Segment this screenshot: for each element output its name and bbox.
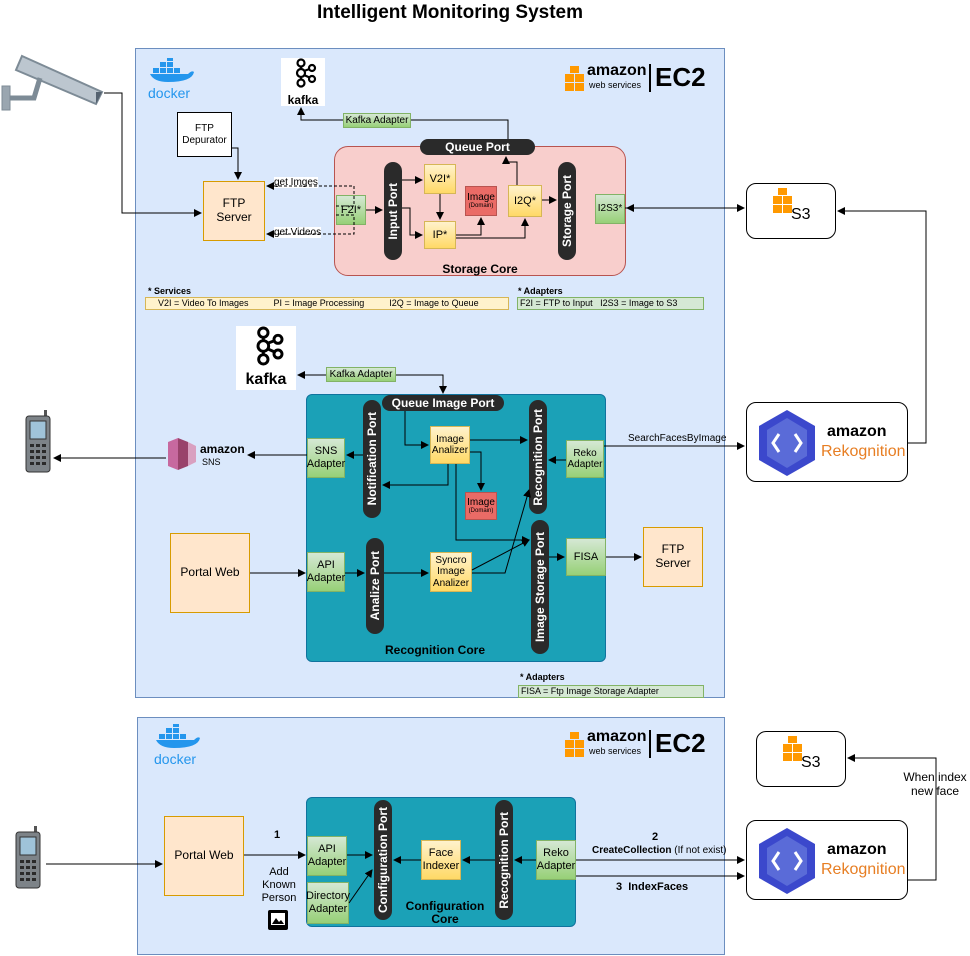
- configuration-core-label: Configuration Core: [405, 899, 485, 927]
- sns-adapter: SNS Adapter: [307, 438, 345, 478]
- api-adapter-bottom: API Adapter: [307, 836, 347, 876]
- f2i-adapter: F2I*: [336, 195, 366, 225]
- recognition-port-bottom: Recognition Port: [495, 800, 513, 920]
- queue-port: Queue Port: [420, 139, 535, 155]
- create-collection-label: CreateCollection (If not exist): [592, 845, 727, 856]
- kafka-adapter-top: Kafka Adapter: [343, 113, 411, 128]
- aws-cubes-icon: [565, 66, 584, 91]
- get-videos-label: get Videos: [274, 227, 322, 238]
- syncro-image-analizer: Syncro Image Analizer: [430, 552, 472, 592]
- aws-ec2-logo: amazon web services EC2: [563, 62, 713, 96]
- ftp-server-top: FTP Server: [203, 181, 265, 241]
- reko-adapter-bottom: Reko Adapter: [536, 840, 576, 880]
- s3-box-top: S3: [746, 183, 836, 239]
- aws-ec2-logo-bottom: amazon web services EC2: [563, 728, 713, 762]
- services-title: * Services: [148, 286, 192, 296]
- whale-icon: [150, 56, 194, 82]
- index-faces-label: 3 IndexFaces: [616, 881, 689, 893]
- image-icon: [267, 909, 289, 931]
- reko-adapter-middle: Reko Adapter: [566, 440, 604, 478]
- search-faces-label: SearchFacesByImage: [628, 433, 727, 444]
- portal-web-bottom: Portal Web: [164, 816, 244, 896]
- aws-cubes-icon: [565, 732, 584, 757]
- i2s3-adapter: I2S3*: [595, 194, 625, 224]
- analize-port: Analize Port: [366, 538, 384, 634]
- phone-middle: [24, 410, 52, 474]
- kafka-logo-middle: kafka: [236, 326, 296, 390]
- ip-service: IP*: [424, 221, 456, 249]
- docker-logo-bottom: docker: [154, 722, 204, 767]
- step-1: 1: [274, 829, 281, 841]
- configuration-port: Configuration Port: [374, 800, 392, 920]
- ftp-depurator: FTP Depurator: [177, 112, 232, 157]
- ftp-server-middle: FTP Server: [643, 527, 703, 587]
- rekognition-box-bottom: amazon Rekognition: [746, 820, 908, 900]
- camera-device: [0, 52, 104, 118]
- s3-box-bottom: S3: [756, 731, 846, 787]
- image-analizer: Image Analizer: [430, 426, 470, 464]
- s3-cubes-icon: [783, 736, 802, 761]
- kafka-logo: kafka: [281, 58, 325, 107]
- phone-bottom: [14, 826, 42, 890]
- fisa-adapter: FISA: [566, 538, 606, 576]
- mobile-phone-icon: [25, 410, 51, 473]
- image-domain-middle: Image(Domain): [465, 492, 497, 520]
- adapters-legend-middle: FISA = Ftp Image Storage Adapter: [518, 685, 704, 698]
- rekognition-icon: [759, 410, 815, 476]
- recognition-core-label: Recognition Core: [384, 643, 485, 657]
- adapters-legend-top: F2I = FTP to Input I2S3 = Image to S3: [517, 297, 704, 310]
- image-domain-top: Image(Domain): [465, 186, 497, 216]
- when-index-label: When index new face: [898, 770, 970, 798]
- image-storage-port: Image Storage Port: [531, 520, 549, 654]
- amazon-sns-logo: amazon SNS: [166, 438, 246, 470]
- portal-web-middle: Portal Web: [170, 533, 250, 613]
- rekognition-icon: [759, 828, 815, 894]
- input-port: Input Port: [384, 162, 402, 260]
- storage-core-label: Storage Core: [442, 262, 518, 276]
- rekognition-box-middle: amazon Rekognition: [746, 402, 908, 482]
- queue-image-port: Queue Image Port: [382, 395, 504, 411]
- i2q-service: I2Q*: [508, 185, 542, 217]
- whale-icon: [156, 722, 200, 748]
- add-known-person: Add Known Person: [261, 866, 297, 905]
- directory-adapter: Directory Adapter: [306, 882, 350, 924]
- cctv-camera-icon: [1, 54, 104, 111]
- kafka-adapter-middle: Kafka Adapter: [326, 367, 396, 382]
- kafka-icon: [256, 326, 284, 366]
- v2i-service: V2I*: [424, 164, 456, 194]
- page-title: Intelligent Monitoring System: [316, 2, 583, 23]
- adapters-title-top: * Adapters: [518, 286, 563, 296]
- services-legend: V2I = Video To Images PI = Image Process…: [145, 297, 509, 310]
- storage-port: Storage Port: [558, 162, 576, 260]
- kafka-icon: [295, 58, 317, 88]
- get-images-label: get Imges: [274, 177, 318, 188]
- sns-icon: [168, 438, 196, 470]
- face-indexer: Face Indexer: [421, 840, 461, 880]
- docker-logo: docker: [148, 56, 198, 101]
- s3-cubes-icon: [773, 188, 792, 213]
- mobile-phone-icon: [15, 826, 41, 889]
- adapters-title-middle: * Adapters: [520, 672, 565, 682]
- api-adapter-middle: API Adapter: [307, 552, 345, 592]
- step-2: 2: [652, 831, 659, 843]
- recognition-port: Recognition Port: [529, 400, 547, 514]
- notification-port: Notification Port: [363, 400, 381, 518]
